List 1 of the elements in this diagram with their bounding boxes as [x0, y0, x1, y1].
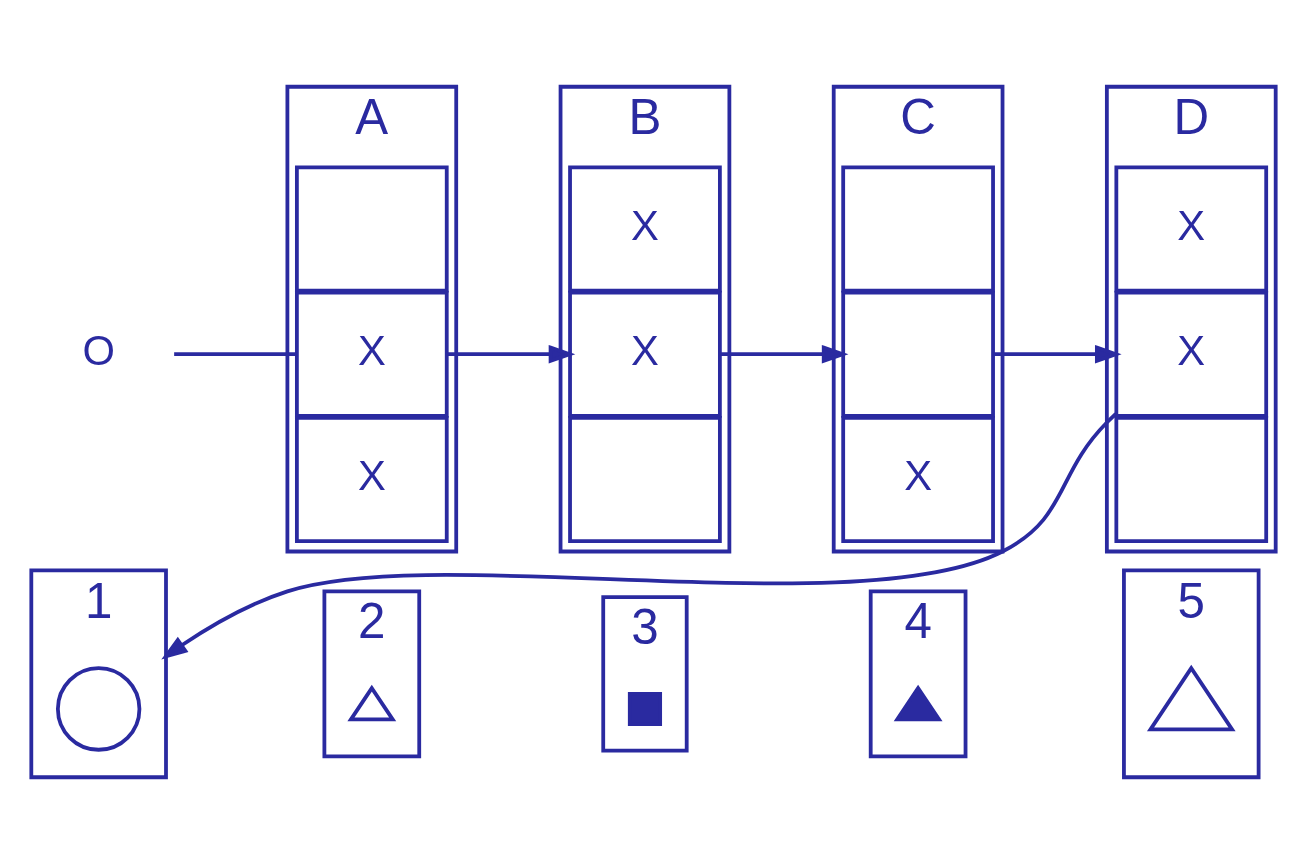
node-text: O — [82, 326, 115, 374]
